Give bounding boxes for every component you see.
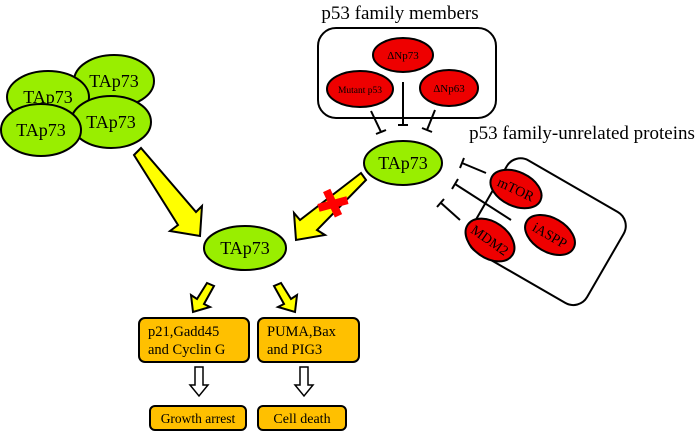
tap73-cluster: TAp73 TAp73 TAp73 TAp73 [0, 54, 155, 157]
target-line-2: and PIG3 [267, 342, 322, 358]
outcome-box-cell-death: Cell death [257, 405, 347, 431]
target-box-growth-genes: p21,Gadd45 and Cyclin G [138, 317, 250, 363]
family-node-label: ΔNp73 [387, 50, 419, 62]
inhibition-lines-unrelated [436, 157, 512, 221]
family-node-dnp63: ΔNp63 [419, 69, 479, 107]
cluster-node: TAp73 [70, 95, 152, 149]
node-label: TAp73 [16, 120, 66, 140]
target-box-death-genes: PUMA,Bax and PIG3 [257, 317, 360, 363]
family-node-label: ΔNp63 [433, 83, 465, 95]
activation-arrow-right [272, 281, 299, 314]
unrelated-proteins-title: p53 family-unrelated proteins [469, 123, 695, 144]
block-x-icon [317, 188, 349, 218]
node-label: TAp73 [220, 238, 270, 258]
node-label: TAp73 [378, 153, 428, 173]
center-tap73-node: TAp73 [203, 225, 287, 271]
unrelated-node-mdm2: MDM2 [464, 217, 516, 263]
cluster-node: TAp73 [73, 54, 155, 108]
target-line-2: and Cyclin G [148, 342, 226, 358]
activation-arrow-left [189, 281, 216, 314]
family-node-mutant-p53: Mutant p53 [326, 70, 394, 108]
unrelated-node-mtor: mTOR [489, 168, 543, 210]
outcome-label: Growth arrest [161, 411, 236, 426]
node-label: TAp73 [86, 112, 136, 132]
inhibition-lines-family [370, 82, 436, 135]
inhibition-line [440, 202, 461, 221]
unrelated-node-iaspp: iASPP [524, 214, 576, 256]
outcome-label: Cell death [273, 412, 330, 427]
node-label: TAp73 [89, 71, 139, 91]
inhibition-line [370, 110, 382, 133]
inhibition-line [426, 109, 436, 131]
outcome-arrow-left [188, 366, 210, 398]
family-node-dnp73: ΔNp73 [372, 37, 434, 73]
family-node-label: Mutant p53 [338, 86, 382, 96]
target-line-1: PUMA,Bax [267, 324, 337, 340]
activation-arrow-cluster [132, 146, 204, 238]
outcome-arrow-right [293, 366, 315, 398]
inhibition-line [454, 183, 512, 221]
inhibition-line [461, 162, 487, 174]
target-line-1: p21,Gadd45 [148, 324, 219, 340]
family-members-title: p53 family members [321, 3, 478, 24]
inhibited-tap73-node: TAp73 [363, 140, 443, 186]
outcome-box-growth-arrest: Growth arrest [149, 405, 247, 431]
node-label: TAp73 [23, 87, 73, 107]
cluster-node: TAp73 [0, 103, 82, 157]
